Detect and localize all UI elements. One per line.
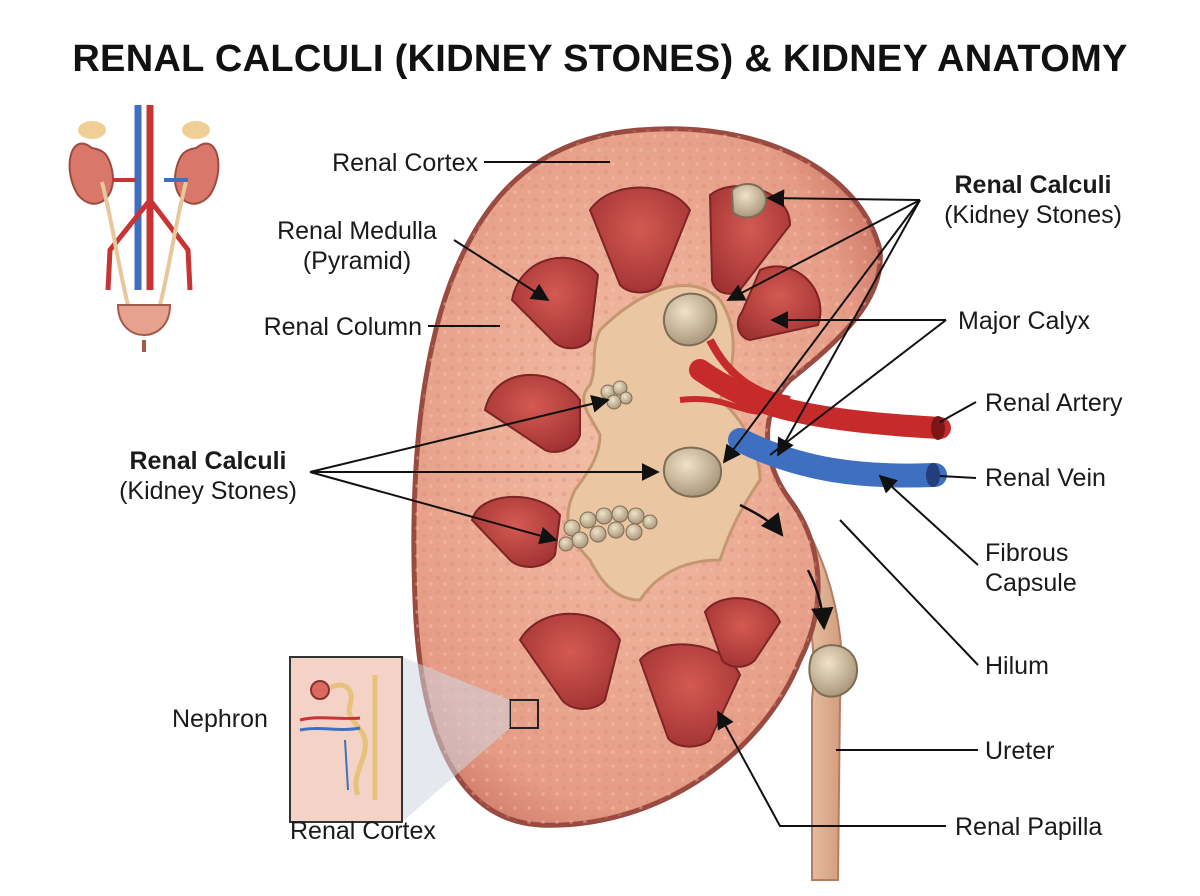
label-calculi-left-line1: Renal Calculi — [129, 447, 287, 475]
label-renal-medulla-line1: Renal Medulla — [277, 217, 437, 245]
label-renal-column: Renal Column — [263, 313, 422, 341]
nephron-inset — [289, 656, 539, 823]
label-renal-artery: Renal Artery — [985, 389, 1123, 417]
label-calculi-right-line1: Renal Calculi — [954, 171, 1112, 199]
label-renal-papilla: Renal Papilla — [955, 813, 1103, 841]
label-renal-cortex: Renal Cortex — [332, 149, 478, 177]
urinary-system-thumbnail — [68, 105, 220, 352]
leader-lines — [309, 161, 979, 827]
label-renal-medulla-line2: (Pyramid) — [302, 247, 412, 275]
label-inset-renal-cortex: Renal Cortex — [290, 817, 436, 845]
renal-pyramids — [470, 185, 822, 748]
label-renal-medulla: Renal Medulla (Pyramid) — [262, 216, 452, 276]
label-fibrous-capsule: Fibrous Capsule — [985, 538, 1077, 598]
label-fibrous-capsule-line2: Capsule — [985, 569, 1077, 597]
label-calculi-right-line2: (Kidney Stones) — [944, 201, 1122, 229]
label-ureter: Ureter — [985, 737, 1055, 765]
label-calculi-left: Renal Calculi (Kidney Stones) — [110, 446, 306, 506]
label-calculi-left-line2: (Kidney Stones) — [119, 477, 297, 505]
label-renal-vein: Renal Vein — [985, 464, 1106, 492]
page-title: RENAL CALCULI (KIDNEY STONES) & KIDNEY A… — [72, 38, 1128, 80]
label-hilum: Hilum — [985, 652, 1049, 680]
kidney-stones — [558, 183, 859, 698]
label-major-calyx: Major Calyx — [958, 307, 1090, 335]
renal-vessels — [679, 338, 951, 488]
label-fibrous-capsule-line1: Fibrous — [985, 539, 1069, 567]
label-calculi-right: Renal Calculi (Kidney Stones) — [928, 170, 1138, 230]
label-nephron: Nephron — [172, 705, 268, 733]
